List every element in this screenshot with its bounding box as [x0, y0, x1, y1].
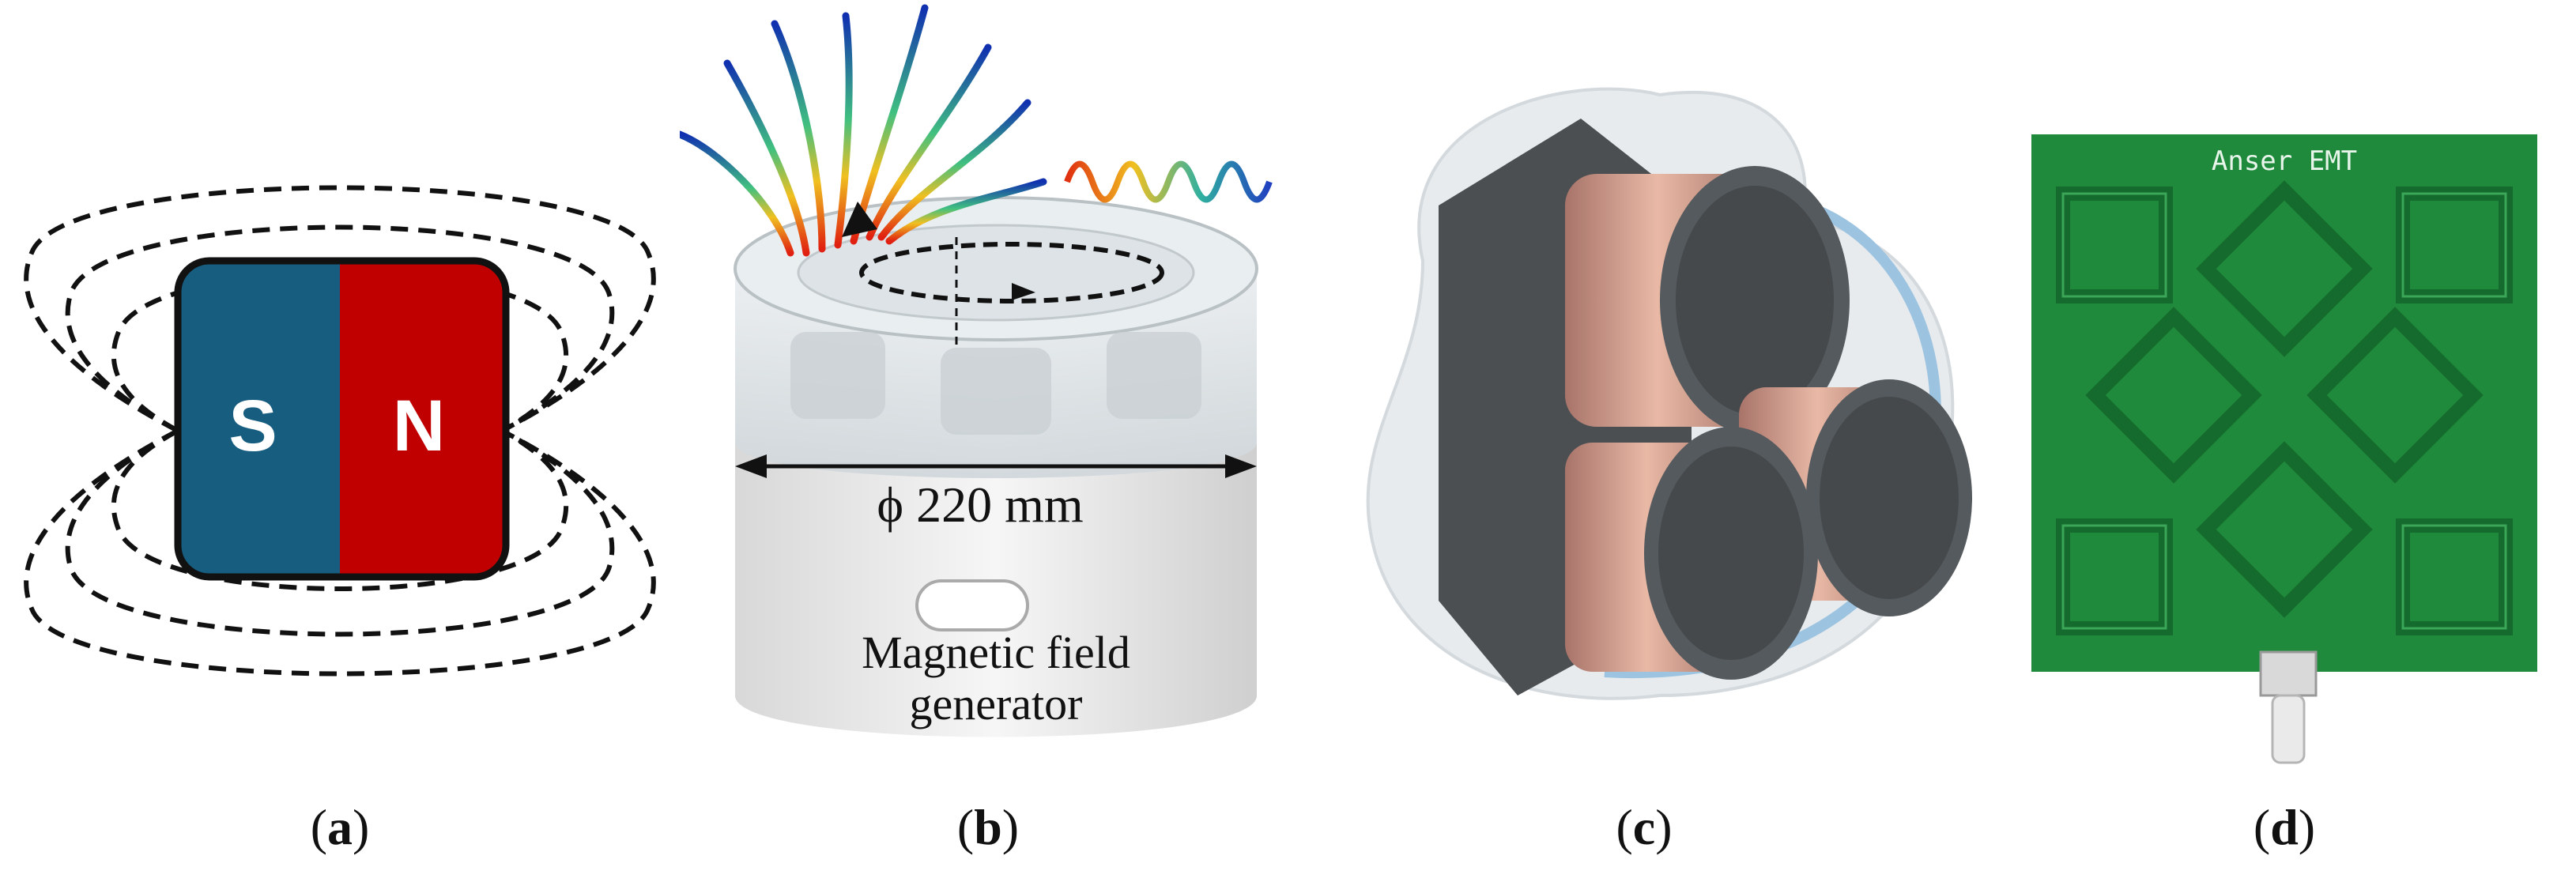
field-line-lower-middle — [65, 428, 615, 637]
colored-field-lines — [680, 4, 1047, 257]
pcb-coil-edges — [2061, 192, 2507, 630]
handle-slot — [915, 579, 1029, 631]
generator-title-line1: Magnetic field — [862, 627, 1130, 678]
field-line-lower-outer — [24, 428, 656, 677]
panel-d: Anser EMT (d) — [1992, 0, 2576, 882]
bar-magnet-diagram: S N — [24, 185, 656, 677]
pcb-board — [2031, 134, 2537, 672]
field-line-upper-middle — [65, 224, 615, 433]
diameter-arrow-right — [1225, 454, 1257, 478]
sine-wave — [1064, 160, 1273, 203]
field-line-upper-outer — [24, 185, 656, 433]
field-line-lower-inner — [111, 428, 569, 591]
pcb-illustration: Anser EMT — [2031, 134, 2537, 764]
coil-top — [1565, 166, 1850, 435]
generator-housing — [734, 196, 1258, 737]
caption-a: (a) — [310, 799, 370, 855]
panel-b: ϕ 220 mm Magnetic field generator (b) — [680, 0, 1328, 882]
panel-c: (c) — [1328, 0, 1992, 882]
board-title: Anser EMT — [2212, 145, 2357, 177]
cable — [2271, 694, 2306, 764]
magnet-outline — [174, 257, 510, 581]
magnet-north-fill — [340, 264, 423, 574]
field-generator-illustration: ϕ 220 mm Magnetic field generator — [680, 4, 1273, 737]
field-lines — [24, 185, 656, 677]
panel-a: S N (a) — [0, 0, 680, 882]
caption-c: (c) — [1616, 799, 1673, 855]
caption-d: (d) — [2253, 799, 2316, 855]
magnet: S N — [174, 257, 510, 581]
north-pole-label: N — [393, 386, 445, 466]
diameter-arrow-left — [735, 454, 767, 478]
south-pole-label: S — [228, 386, 277, 466]
caption-b: (b) — [956, 799, 1020, 855]
internal-coils — [790, 332, 1201, 435]
sensor-arrow — [842, 202, 877, 237]
magnet-south-fill — [261, 264, 344, 574]
diameter-label: ϕ 220 mm — [877, 477, 1083, 533]
rotation-path — [859, 242, 1164, 303]
generator-title-line2: generator — [910, 678, 1083, 729]
coil-assembly-illustration — [1366, 87, 1972, 700]
connector — [2259, 650, 2318, 697]
coil-bottom — [1565, 427, 1818, 680]
rotation-arrow-head — [1012, 283, 1035, 300]
